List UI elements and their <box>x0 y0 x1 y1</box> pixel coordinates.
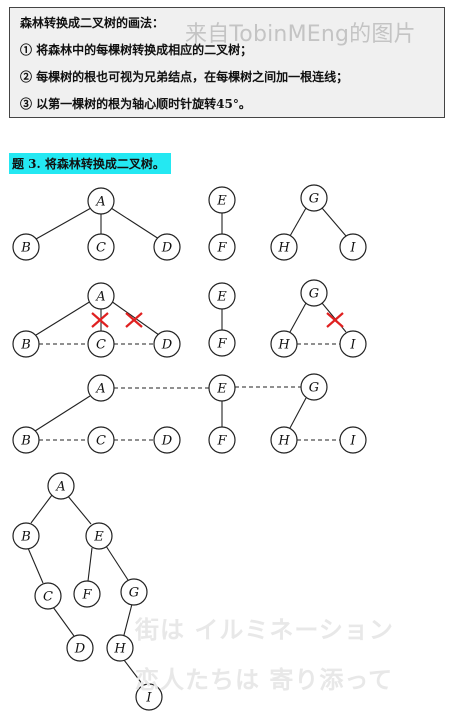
node-label: I <box>145 691 152 706</box>
node-label: E <box>216 382 227 397</box>
node-e-stage-2: E <box>208 282 236 310</box>
node-label: C <box>96 434 106 449</box>
stage-1-forest <box>35 207 347 240</box>
node-label: D <box>74 642 86 657</box>
node-label: H <box>277 241 290 256</box>
node-label: F <box>216 434 227 449</box>
node-c-stage-1: C <box>87 233 115 261</box>
node-e-stage-1: E <box>208 186 236 214</box>
node-b-stage-4: B <box>12 522 40 550</box>
node-a-stage-1: A <box>87 187 115 215</box>
node-label: I <box>349 338 356 353</box>
node-label: D <box>161 434 173 449</box>
node-c-stage-2: C <box>87 330 115 358</box>
watermark-text: 来自TobinMEng的图片 <box>185 22 416 47</box>
node-f-stage-4: F <box>73 580 101 608</box>
node-g-stage-1: G <box>300 184 328 212</box>
edge-a-b <box>35 207 92 240</box>
node-label: B <box>20 338 31 353</box>
remove-mark-a-d <box>125 312 143 328</box>
node-label: G <box>129 586 139 601</box>
edge-g-i <box>321 207 347 237</box>
instruction-step-2: ② 每棵树的根也可视为兄弟结点，在每棵树之间加一根连线； <box>20 70 349 84</box>
node-label: G <box>309 192 319 207</box>
node-h-stage-1: H <box>270 233 298 261</box>
node-label: I <box>349 434 356 449</box>
overlay-text-line-1: 街は イルミネーション <box>135 616 394 644</box>
edge-a-d <box>110 207 160 240</box>
node-label: D <box>161 241 173 256</box>
node-label: A <box>95 290 105 305</box>
edge-g-h <box>289 207 307 237</box>
node-label: B <box>20 434 31 449</box>
instruction-step-1: ① 将森林中的每棵树转换成相应的二叉树； <box>20 43 253 57</box>
node-h-stage-3: H <box>270 426 298 454</box>
node-h-stage-4: H <box>106 634 134 662</box>
node-e-stage-3: E <box>208 374 236 402</box>
node-label: F <box>216 337 227 352</box>
node-label: H <box>277 434 290 449</box>
node-f-stage-2: F <box>208 329 236 357</box>
node-i-stage-2: I <box>339 330 367 358</box>
node-h-stage-2: H <box>270 330 298 358</box>
node-label: A <box>95 195 105 210</box>
remove-mark-g-i <box>326 312 344 328</box>
node-b-stage-3: B <box>12 426 40 454</box>
node-label: F <box>81 588 92 603</box>
node-g-stage-2: G <box>300 279 328 307</box>
node-label: F <box>216 241 227 256</box>
node-label: C <box>96 241 106 256</box>
stage-2-links <box>35 300 347 345</box>
stage-4-binary-tree <box>27 494 144 686</box>
node-label: A <box>95 382 105 397</box>
node-label: H <box>277 338 290 353</box>
node-label: G <box>309 381 319 396</box>
node-label: C <box>96 338 106 353</box>
node-label: I <box>349 241 356 256</box>
node-label: H <box>113 642 126 657</box>
exercise-heading: 题 3. 将森林转换成二叉树。 <box>9 153 171 174</box>
node-i-stage-4: I <box>135 683 163 711</box>
node-a-stage-4: A <box>47 472 75 500</box>
node-f-stage-1: F <box>208 233 236 261</box>
node-d-stage-4: D <box>66 634 94 662</box>
instruction-step-3: ③ 以第一棵树的根为轴心顺时针旋转45°。 <box>20 97 251 111</box>
remove-mark-a-c <box>91 312 109 328</box>
node-c-stage-3: C <box>87 426 115 454</box>
stage-3-root-links <box>34 386 341 441</box>
node-f-stage-3: F <box>208 426 236 454</box>
node-label: E <box>216 290 227 305</box>
edge-a-b-kept <box>35 300 92 336</box>
node-label: C <box>43 590 53 605</box>
node-label: B <box>20 530 31 545</box>
node-a-stage-3: A <box>87 374 115 402</box>
node-i-stage-3: I <box>339 426 367 454</box>
instruction-box: 森林转换成二叉树的画法： ① 将森林中的每棵树转换成相应的二叉树； ② 每棵树的… <box>9 7 445 118</box>
node-i-stage-1: I <box>339 233 367 261</box>
node-d-stage-3: D <box>153 426 181 454</box>
node-label: E <box>93 530 104 545</box>
overlay-text-line-2: 恋人たちは 寄り添って <box>135 666 394 694</box>
node-label: E <box>216 194 227 209</box>
node-b-stage-2: B <box>12 330 40 358</box>
node-a-stage-2: A <box>87 282 115 310</box>
node-g-stage-3: G <box>300 373 328 401</box>
node-c-stage-4: C <box>34 582 62 610</box>
node-label: A <box>55 480 65 495</box>
node-d-stage-2: D <box>153 330 181 358</box>
instruction-title: 森林转换成二叉树的画法： <box>20 16 165 30</box>
node-b-stage-1: B <box>12 233 40 261</box>
node-g-stage-4: G <box>120 578 148 606</box>
node-label: B <box>20 241 31 256</box>
node-label: G <box>309 287 319 302</box>
node-e-stage-4: E <box>85 522 113 550</box>
node-label: D <box>161 338 173 353</box>
node-d-stage-1: D <box>153 233 181 261</box>
